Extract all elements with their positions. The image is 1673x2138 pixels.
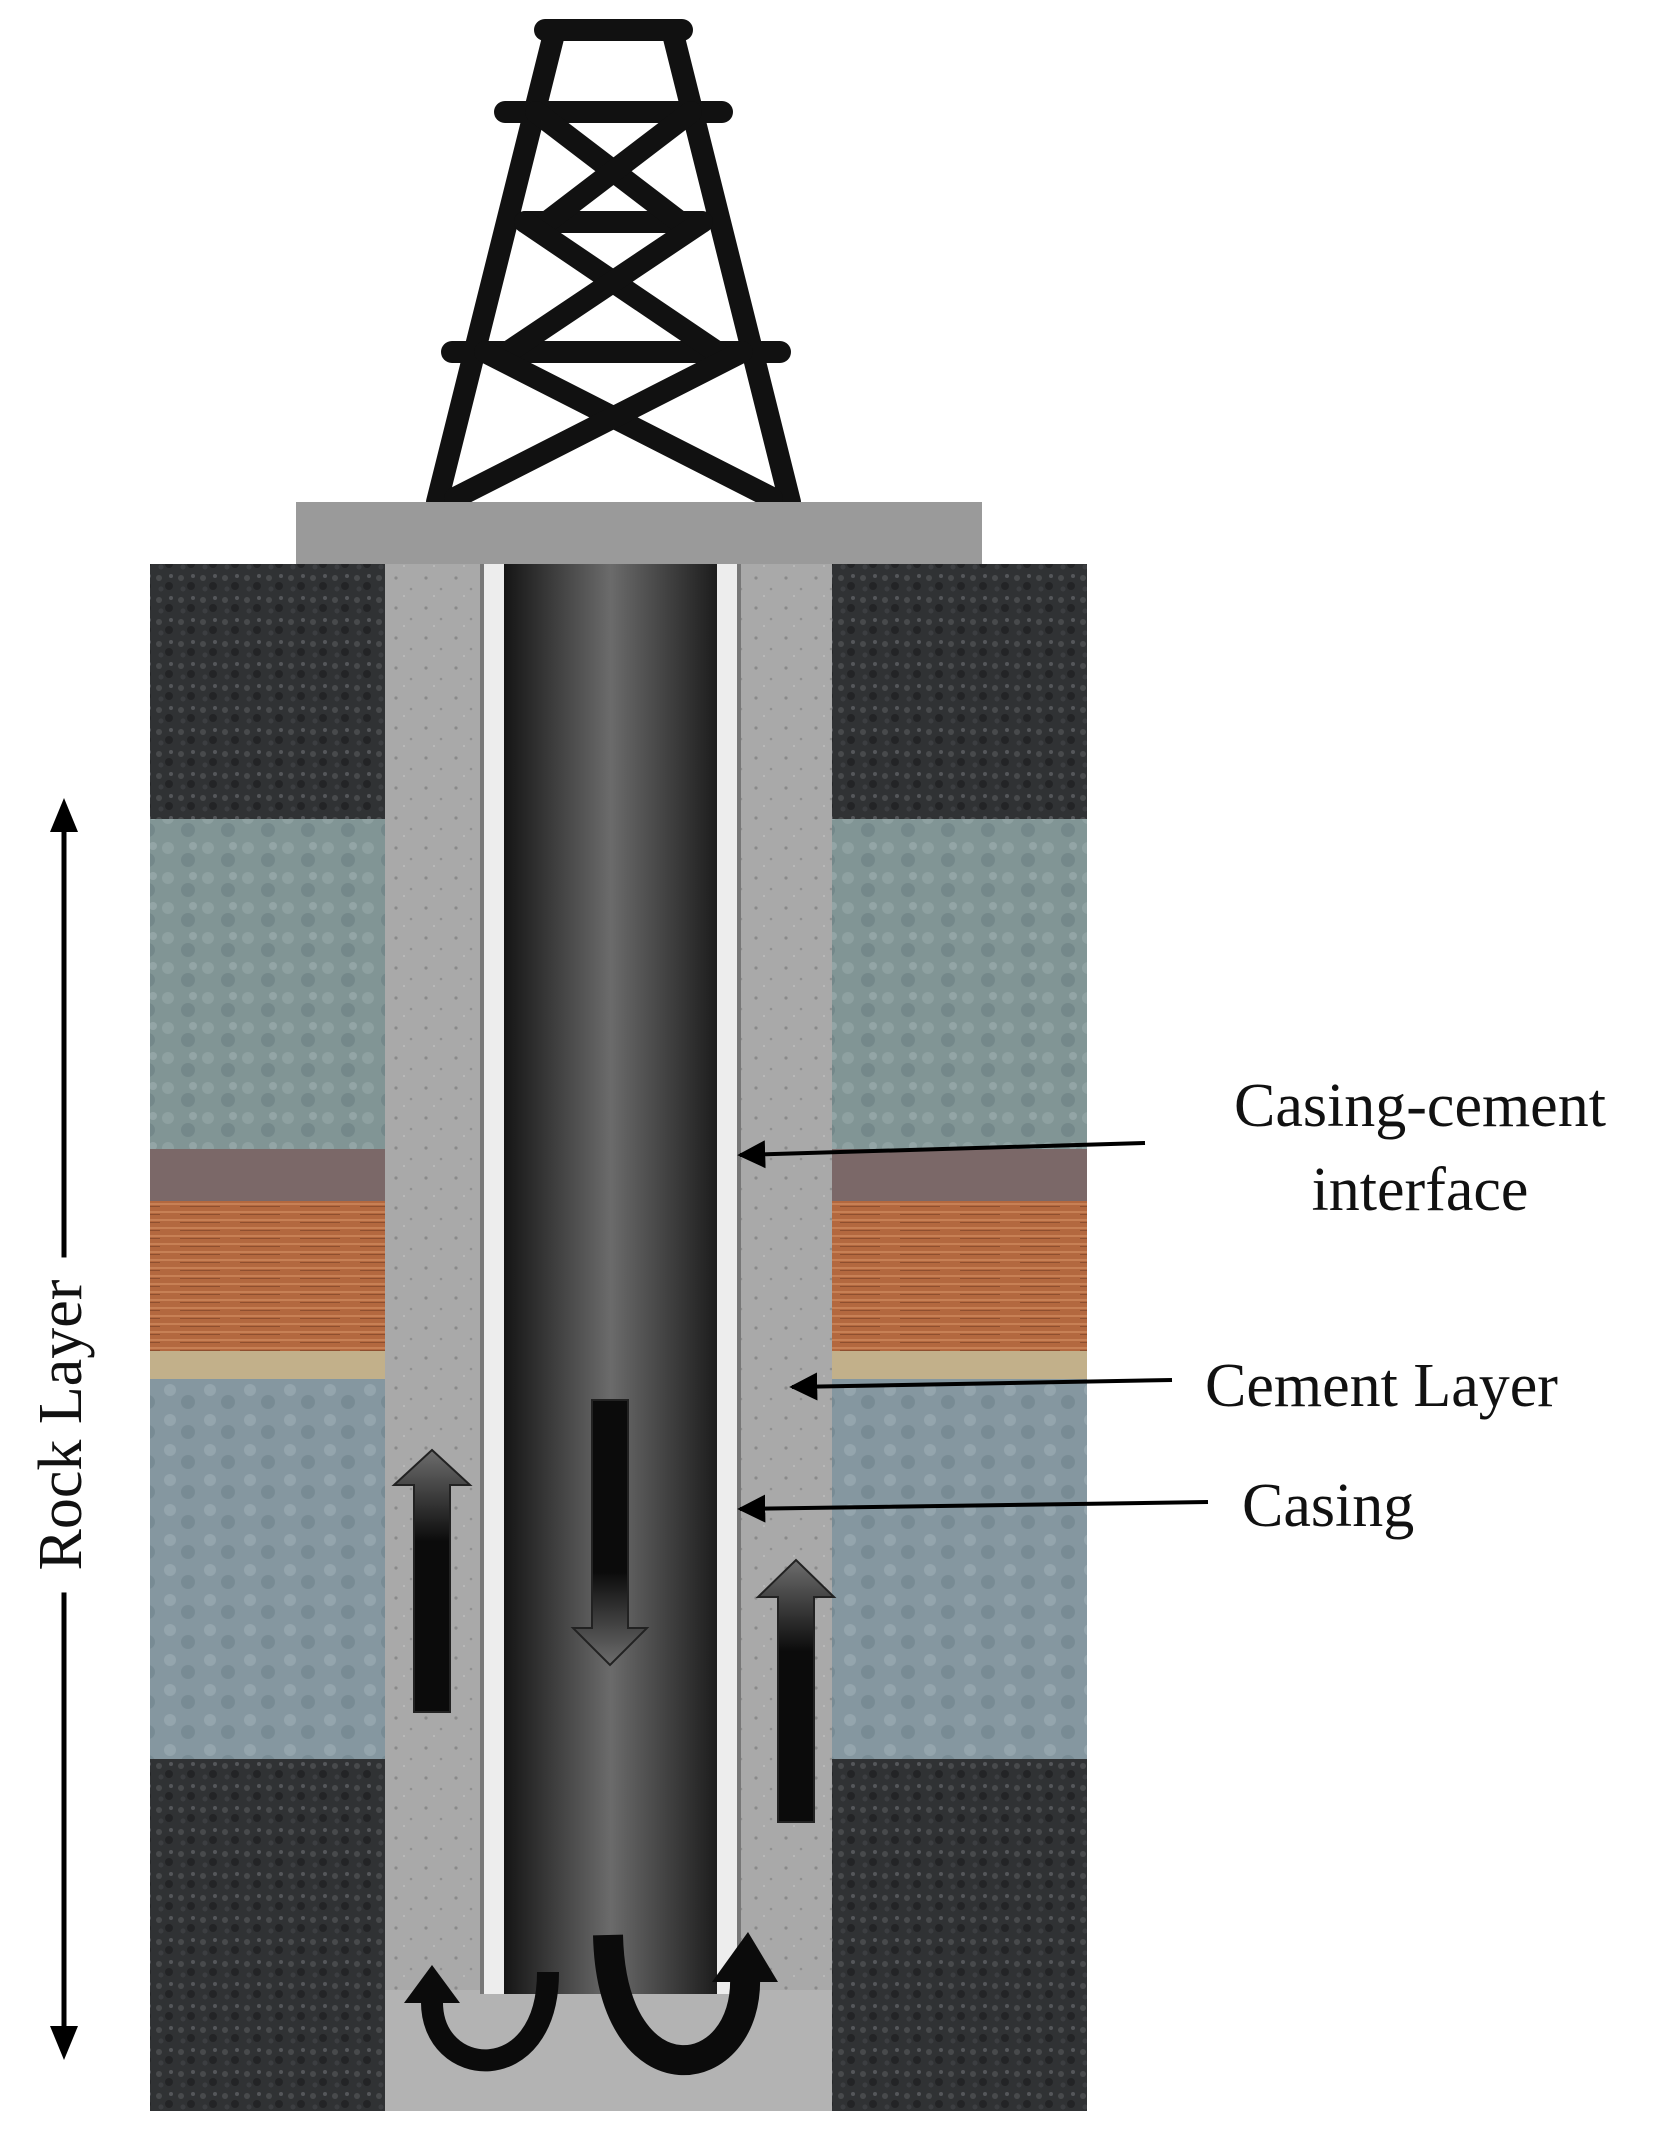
casing-right [717, 564, 739, 1994]
rig-platform [296, 502, 982, 564]
cement-layer-label: Cement Layer [1205, 1352, 1558, 1420]
casing-cement-interface-label: Casing-cement interface [1205, 1065, 1635, 1232]
casing-pointer-line [737, 1494, 1209, 1523]
curved-arrow-icon [420, 1971, 559, 2072]
casing-left [482, 564, 504, 1994]
curved-arrow-icon [593, 1934, 761, 2076]
interface-pointer-line [737, 1140, 1146, 1169]
rock-layer-label: Rock Layer [20, 1257, 104, 1593]
casing-cement-interface-label-line1: Casing-cement [1234, 1072, 1606, 1140]
casing-label: Casing [1242, 1472, 1415, 1540]
rock-strata-right [832, 564, 1087, 2111]
cement-pointer-line [789, 1372, 1173, 1401]
wellbore-interior [504, 564, 717, 1994]
up-arrow-icon [391, 1448, 473, 1713]
casing-cement-interface-label-line2: interface [1311, 1155, 1529, 1224]
rock-strata-left [150, 564, 385, 2111]
up-arrow-icon [755, 1558, 837, 1823]
derrick-icon [426, 19, 801, 513]
down-arrow-icon [570, 1399, 650, 1667]
